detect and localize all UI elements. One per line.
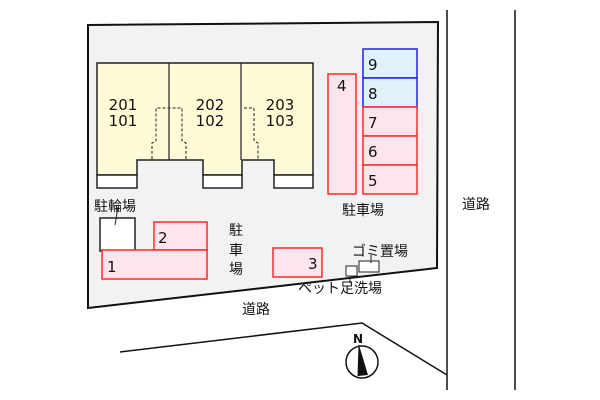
svg-text:201: 201: [109, 96, 138, 114]
building: [96, 62, 314, 189]
svg-text:101: 101: [109, 112, 138, 130]
svg-text:N: N: [353, 332, 363, 346]
pet-wash-label: ペット足洗場: [298, 281, 382, 297]
unit-203-103: 203 103: [266, 96, 295, 130]
svg-text:7: 7: [368, 114, 378, 132]
svg-text:202: 202: [196, 96, 225, 114]
parking-space-7: 7: [362, 106, 418, 137]
svg-text:102: 102: [196, 112, 225, 130]
svg-text:9: 9: [368, 56, 378, 74]
road-bottom-edge: [119, 322, 448, 376]
parking-space-2: 2: [153, 221, 208, 251]
parking-label-right: 駐車場: [342, 202, 384, 219]
svg-text:6: 6: [368, 143, 378, 161]
svg-text:駐: 駐: [229, 223, 243, 239]
bicycle-parking-area: [99, 217, 136, 252]
svg-text:8: 8: [368, 85, 378, 103]
parking-space-5: 5: [362, 164, 418, 195]
svg-text:3: 3: [308, 255, 318, 273]
parking-space-6: 6: [362, 135, 418, 166]
unit-201-101: 201 101: [109, 96, 138, 130]
svg-text:1: 1: [107, 258, 117, 276]
garbage-label: ゴミ置場: [352, 243, 408, 260]
parking-space-8: 8: [362, 77, 418, 108]
road-label-right: 道路: [462, 197, 490, 213]
bicycle-parking-label: 駐輪場: [94, 198, 136, 215]
svg-text:103: 103: [266, 112, 295, 130]
svg-text:2: 2: [158, 229, 168, 247]
north-compass-icon: N: [345, 332, 379, 379]
garbage-station: [358, 260, 380, 273]
parking-label-vertical: 駐 車 場: [229, 223, 243, 278]
svg-text:場: 場: [229, 262, 243, 278]
unit-202-102: 202 102: [196, 96, 225, 130]
road-label-bottom: 道路: [242, 302, 270, 318]
svg-text:5: 5: [368, 172, 378, 190]
svg-text:4: 4: [337, 77, 347, 95]
parking-space-4: 4: [327, 73, 357, 195]
svg-text:車: 車: [229, 242, 243, 259]
parking-space-1: 1: [101, 249, 208, 280]
pet-wash-station: [345, 265, 358, 277]
parking-space-9: 9: [362, 48, 418, 79]
svg-text:203: 203: [266, 96, 295, 114]
parking-space-3: 3: [272, 247, 323, 278]
